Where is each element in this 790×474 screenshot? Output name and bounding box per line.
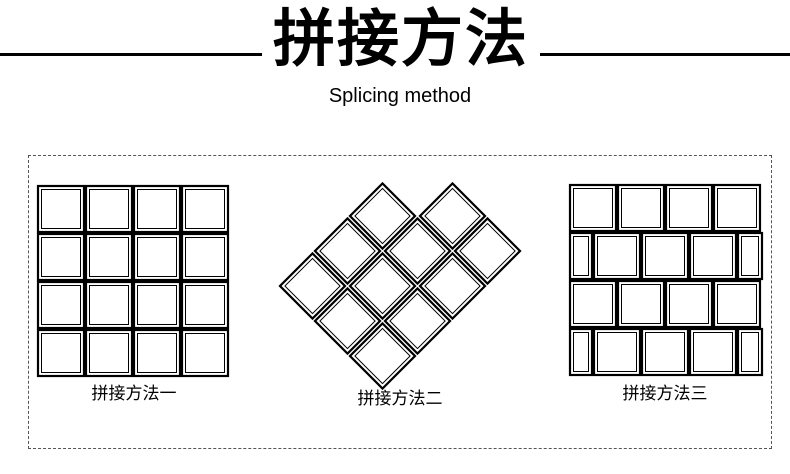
- pattern-caption-1: 拼接方法一: [91, 384, 177, 404]
- grid-tile-inner-edge: [185, 189, 225, 229]
- running-bond-tile: [712, 183, 762, 233]
- running-bond-tile: [568, 183, 618, 233]
- running-bond-tile: [616, 279, 666, 329]
- pattern-running-bond-diagram: [568, 183, 764, 377]
- running-bond-tile-inner-edge: [621, 188, 661, 228]
- running-bond-tile: [640, 327, 690, 377]
- diagonal-tile: [383, 216, 452, 286]
- grid-tile: [36, 184, 86, 234]
- grid-tile-inner-edge: [41, 285, 81, 325]
- grid-tile-inner-edge: [137, 285, 177, 325]
- grid-tile: [132, 184, 182, 234]
- running-bond-tile-inner-edge: [717, 284, 757, 324]
- grid-tile-inner-edge: [137, 237, 177, 277]
- grid-tile: [36, 280, 86, 330]
- running-bond-tile-inner-edge: [573, 236, 589, 276]
- diagonal-tile: [453, 216, 522, 286]
- diagonal-tile-inner-edge: [459, 222, 516, 280]
- running-bond-tile-inner-edge: [597, 332, 637, 372]
- diagonal-tile: [313, 216, 382, 286]
- diagonal-tile-inner-edge: [354, 187, 411, 245]
- diagonal-tile-inner-edge: [389, 222, 446, 280]
- running-bond-tile-inner-edge: [621, 284, 661, 324]
- diagonal-tile: [278, 251, 347, 321]
- grid-tile-inner-edge: [137, 333, 177, 373]
- running-bond-tile: [640, 231, 690, 281]
- grid-tile-inner-edge: [89, 285, 129, 325]
- grid-tile: [84, 280, 134, 330]
- diagonal-tile: [418, 181, 487, 251]
- running-bond-tile-inner-edge: [573, 332, 589, 372]
- running-bond-tile-inner-edge: [693, 332, 733, 372]
- diagonal-tile: [383, 286, 452, 356]
- running-bond-tile-inner-edge: [597, 236, 637, 276]
- grid-tile: [180, 184, 230, 234]
- diagonal-tile-inner-edge: [319, 292, 376, 350]
- pattern-caption-2: 拼接方法二: [357, 389, 443, 409]
- grid-tile-inner-edge: [41, 333, 81, 373]
- diagonal-tile: [348, 321, 417, 391]
- running-bond-tile: [568, 279, 618, 329]
- grid-tile: [84, 184, 134, 234]
- running-bond-tile-inner-edge: [741, 332, 759, 372]
- pattern-diagonal-diagram: [278, 181, 522, 391]
- diagonal-tile-inner-edge: [389, 292, 446, 350]
- grid-tile-inner-edge: [185, 333, 225, 373]
- page-subtitle: Splicing method: [328, 85, 472, 107]
- running-bond-tile: [568, 231, 594, 281]
- running-bond-tile: [592, 231, 642, 281]
- grid-tile-inner-edge: [41, 189, 81, 229]
- running-bond-tile-inner-edge: [573, 284, 613, 324]
- running-bond-tile-inner-edge: [741, 236, 759, 276]
- diagonal-tile: [418, 251, 487, 321]
- running-bond-tile: [688, 231, 738, 281]
- grid-tile-inner-edge: [185, 237, 225, 277]
- grid-tile-inner-edge: [41, 237, 81, 277]
- running-bond-tile-inner-edge: [669, 188, 709, 228]
- running-bond-tile-inner-edge: [693, 236, 733, 276]
- diagonal-tile: [348, 181, 417, 251]
- grid-tile: [180, 232, 230, 282]
- grid-tile: [180, 280, 230, 330]
- running-bond-tile: [616, 183, 666, 233]
- diagonal-tile-inner-edge: [354, 327, 411, 385]
- grid-tile: [132, 328, 182, 378]
- title-rule-left: [0, 53, 262, 56]
- running-bond-tile-inner-edge: [645, 236, 685, 276]
- grid-tile-inner-edge: [137, 189, 177, 229]
- running-bond-tile: [688, 327, 738, 377]
- grid-tile: [84, 232, 134, 282]
- patterns-frame: [28, 155, 772, 449]
- grid-tile: [36, 328, 86, 378]
- running-bond-tile: [664, 279, 714, 329]
- page-title: 拼接方法: [272, 2, 529, 75]
- diagonal-tile: [313, 286, 382, 356]
- running-bond-tile-inner-edge: [645, 332, 685, 372]
- grid-tile-inner-edge: [185, 285, 225, 325]
- running-bond-tile: [712, 279, 762, 329]
- running-bond-tile: [592, 327, 642, 377]
- diagonal-tile-inner-edge: [319, 222, 376, 280]
- running-bond-tile-inner-edge: [669, 284, 709, 324]
- grid-tile: [180, 328, 230, 378]
- running-bond-tile: [568, 327, 594, 377]
- diagonal-tile-inner-edge: [284, 257, 341, 315]
- grid-tile-inner-edge: [89, 189, 129, 229]
- running-bond-tile: [664, 183, 714, 233]
- pattern-caption-3: 拼接方法三: [622, 384, 708, 404]
- diagonal-tile-inner-edge: [354, 257, 411, 315]
- grid-tile-inner-edge: [89, 237, 129, 277]
- diagonal-tile-inner-edge: [424, 187, 481, 245]
- grid-tile-inner-edge: [89, 333, 129, 373]
- grid-tile: [132, 232, 182, 282]
- running-bond-tile-inner-edge: [717, 188, 757, 228]
- running-bond-tile-inner-edge: [573, 188, 613, 228]
- diagonal-tile: [348, 251, 417, 321]
- grid-tile: [132, 280, 182, 330]
- diagonal-tile-inner-edge: [424, 257, 481, 315]
- grid-tile: [84, 328, 134, 378]
- title-rule-right: [540, 53, 790, 56]
- pattern-grid-diagram: [36, 184, 230, 378]
- grid-tile: [36, 232, 86, 282]
